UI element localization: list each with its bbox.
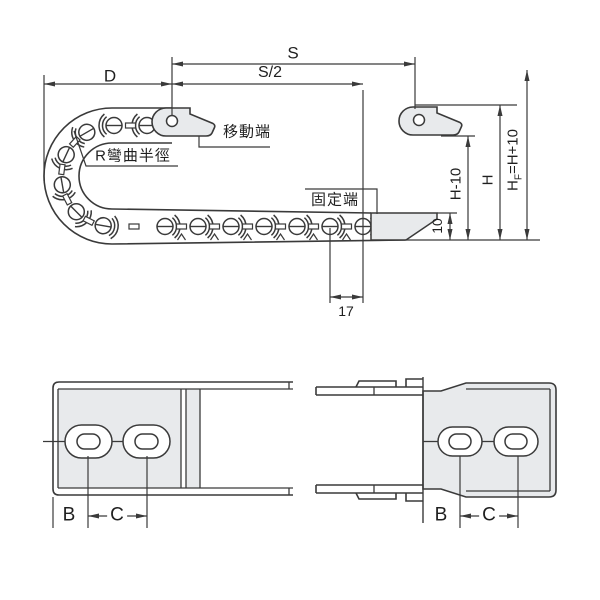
section-left-dim-c: C [107,505,127,525]
section-right-dim-c: C [479,505,499,525]
moving-end-label: 移動端 [222,123,272,141]
section-right-dim-b: B [434,504,448,526]
dim-label-s: S [287,43,299,63]
bend-radius-label: R彎曲半徑 [95,147,171,165]
dim-label-h: H [479,174,497,186]
hf-rest: =H+10 [504,129,522,175]
extension-lines [43,57,540,303]
moving-end-bracket [151,107,216,137]
leader-lines [73,130,378,214]
fixed-end-bracket [370,212,438,241]
dim-label-s-half: S/2 [257,64,283,81]
dim-label-10: 10 [429,218,445,234]
dimension-lines [44,61,530,300]
hf-subscript: F [513,174,525,181]
section-left-dim-b: B [62,504,76,526]
dim-label-d: D [103,66,117,86]
section-view-left [43,381,293,496]
dim-label-hf: HF=H+10 [504,129,525,191]
section-right-dimensions [422,377,519,528]
section-view-right [315,378,557,502]
fixed-end-label: 固定端 [310,191,360,209]
detached-bracket [398,106,463,136]
hf-base: H [504,180,522,191]
dim-label-17: 17 [338,303,354,319]
dim-label-h-minus-10: H-10 [447,167,465,201]
